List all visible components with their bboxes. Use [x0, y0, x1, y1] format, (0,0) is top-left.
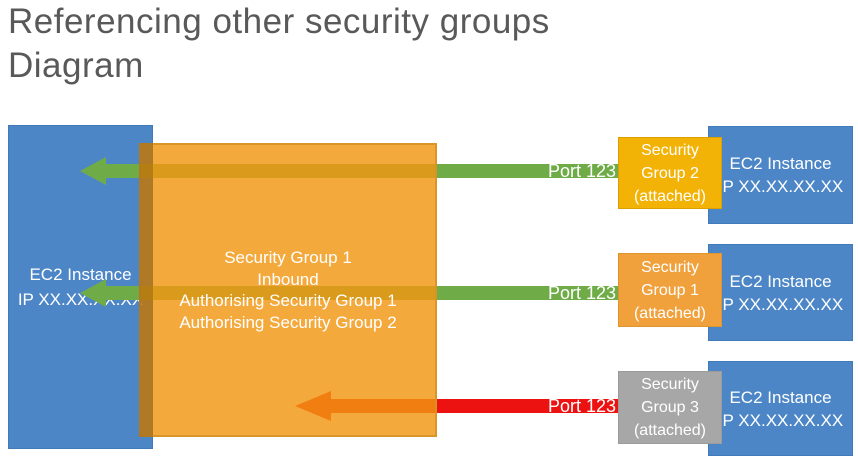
security-group-2-attached-box: Security Group 2 (attached) [618, 137, 722, 209]
sg-box-line: (attached) [633, 187, 707, 205]
ec2-instance-right-box-1: EC2 Instance IP XX.XX.XX.XX [708, 126, 853, 224]
sg-box-line: Security [641, 376, 699, 393]
port-label: Port 123 [547, 396, 616, 416]
security-group-1-attached-box: Security Group 1 (attached) [618, 253, 722, 327]
ec2-instance-left-name: EC2 Instance [29, 265, 132, 284]
sg-box-line: Security [641, 258, 699, 276]
security-group-1-direction: Inbound [257, 269, 319, 289]
panel-overlap-shade [139, 143, 153, 437]
sg-box-line: Group 2 [641, 164, 699, 182]
green-left-arrow-head-icon [80, 279, 106, 307]
ec2-instance-right-box-2: EC2 Instance IP XX.XX.XX.XX [708, 244, 853, 341]
ec2-instance-ip: IP XX.XX.XX.XX [717, 294, 844, 314]
ec2-instance-name: EC2 Instance [729, 271, 832, 291]
ec2-instance-name: EC2 Instance [729, 154, 832, 173]
port-label: Port 123 [547, 161, 616, 181]
port-label: Port 123 [547, 283, 616, 303]
security-group-1-rule-1: Authorising Security Group 1 [179, 291, 397, 310]
ec2-instance-right-box-3: EC2 Instance IP XX.XX.XX.XX [708, 361, 853, 456]
sg-box-line: (attached) [633, 422, 707, 439]
ec2-instance-name: EC2 Instance [729, 387, 832, 407]
security-group-3-attached-box: Security Group 3 (attached) [618, 371, 722, 444]
sg-box-line: (attached) [633, 304, 707, 322]
ec2-instance-ip: IP XX.XX.XX.XX [717, 177, 844, 196]
slide-title-line-1: Referencing other security groups [8, 2, 550, 41]
security-group-1-rule-2: Authorising Security Group 2 [179, 312, 397, 332]
sg-box-line: Security [641, 141, 699, 159]
green-left-arrow-head-icon [80, 157, 106, 185]
sg-box-line: Group 3 [641, 399, 699, 416]
ec2-instance-ip: IP XX.XX.XX.XX [717, 410, 844, 430]
security-group-1-title: Security Group 1 [224, 248, 352, 267]
security-group-1-panel: Security Group 1 Inbound Authorising Sec… [139, 143, 437, 437]
sg-box-line: Group 1 [641, 281, 699, 299]
slide-title-line-2: Diagram [8, 46, 144, 85]
